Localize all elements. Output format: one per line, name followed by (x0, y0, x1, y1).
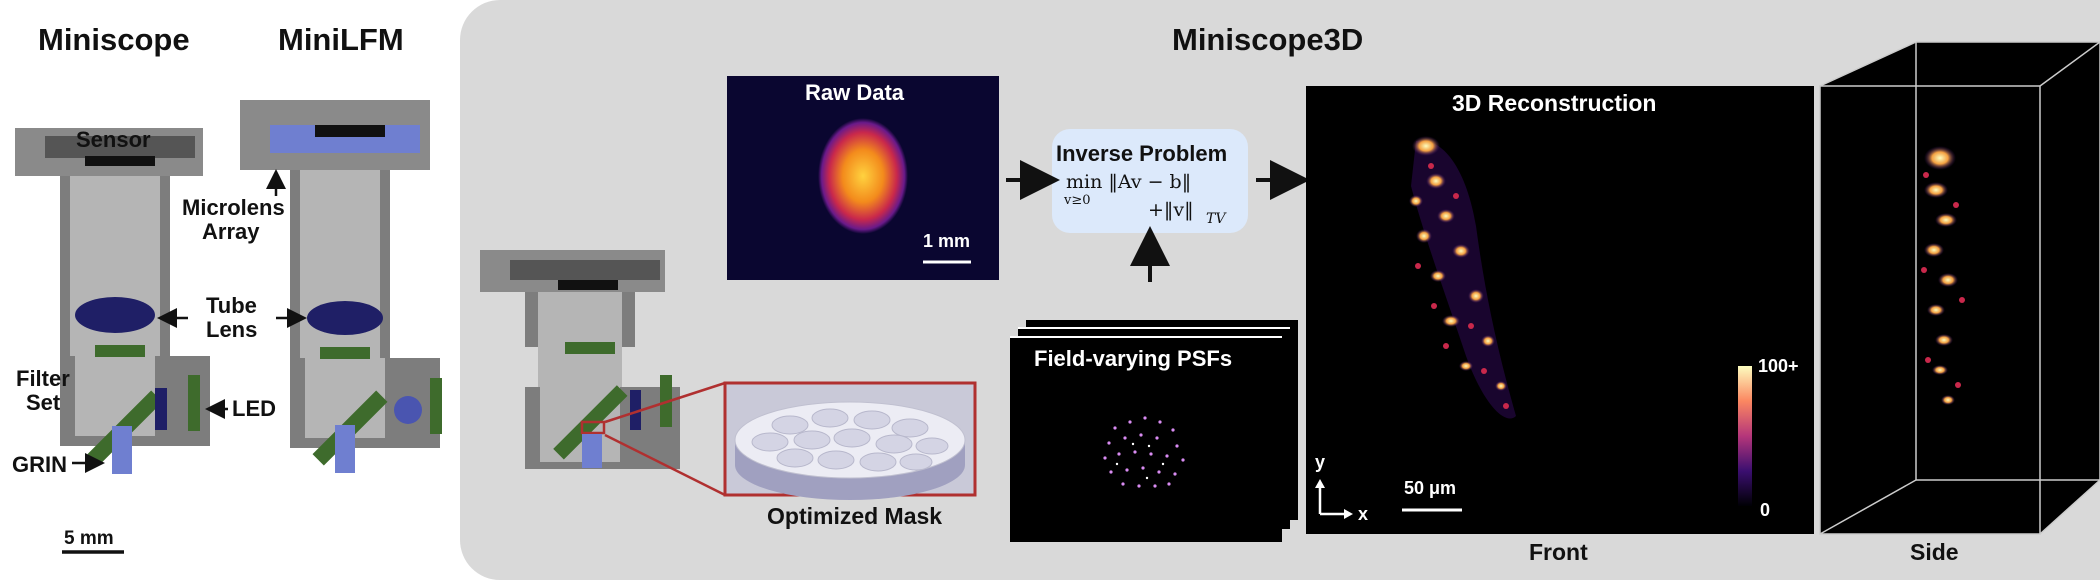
optimized-mask-inset (604, 381, 977, 500)
minilfm-title: MiniLFM (278, 22, 404, 57)
tube-lens-label-line2: Lens (206, 317, 258, 342)
raw-data-title: Raw Data (805, 80, 905, 105)
colorbar-min-label: 0 (1760, 500, 1771, 520)
inverse-formula-sub: v≥0 (1064, 193, 1091, 208)
tube-lens-label-line1: Tube (206, 293, 257, 318)
led-label: LED (232, 396, 276, 421)
sensor-label: Sensor (76, 127, 151, 152)
raw-scale-label: 1 mm (923, 231, 971, 251)
inverse-formula-line2: +‖v‖ (1148, 199, 1194, 221)
front-label: Front (1529, 539, 1588, 565)
recon-front-image (1315, 136, 1752, 519)
raw-data-panel: Raw Data 1 mm (727, 76, 999, 280)
filter-set-label-line2: Set (26, 390, 61, 415)
scale-bar-label: 5 mm (64, 528, 114, 549)
inverse-problem-box: Inverse Problem min ‖Av − b‖ v≥0 +‖v‖ TV (1052, 129, 1248, 233)
recon-side-view (1819, 41, 2100, 535)
microlens-label-line1: Microlens (182, 195, 285, 220)
miniscope-title: Miniscope (38, 22, 190, 57)
inverse-formula-tv: TV (1206, 211, 1226, 227)
axis-y-label: y (1315, 452, 1326, 472)
microlens-label-line2: Array (202, 219, 260, 244)
psf-panel: Field-varying PSFs (1010, 338, 1282, 542)
filter-set-label-line1: Filter (16, 366, 70, 391)
grin-label: GRIN (12, 452, 67, 477)
psf-dots (1103, 416, 1185, 488)
miniscope3d-title: Miniscope3D (1172, 22, 1364, 57)
psf-title: Field-varying PSFs (1034, 346, 1233, 371)
inverse-problem-title: Inverse Problem (1056, 141, 1228, 166)
minilfm-schematic (240, 100, 442, 473)
inverse-formula-line1: min ‖Av − b‖ (1066, 171, 1192, 193)
recon-scale-label: 50 μm (1404, 478, 1457, 498)
side-label: Side (1910, 539, 1959, 565)
left-arrows (62, 169, 307, 554)
miniscope-schematic (15, 128, 210, 474)
optimized-mask-label: Optimized Mask (767, 503, 943, 529)
recon-title: 3D Reconstruction (1452, 90, 1657, 116)
miniscope3d-schematic (480, 250, 680, 469)
recon-front-panel: 3D Reconstruction (1306, 86, 1814, 534)
colorbar-max-label: 100+ (1758, 356, 1799, 376)
raw-data-blob (818, 118, 971, 264)
axis-x-label: x (1358, 504, 1369, 524)
